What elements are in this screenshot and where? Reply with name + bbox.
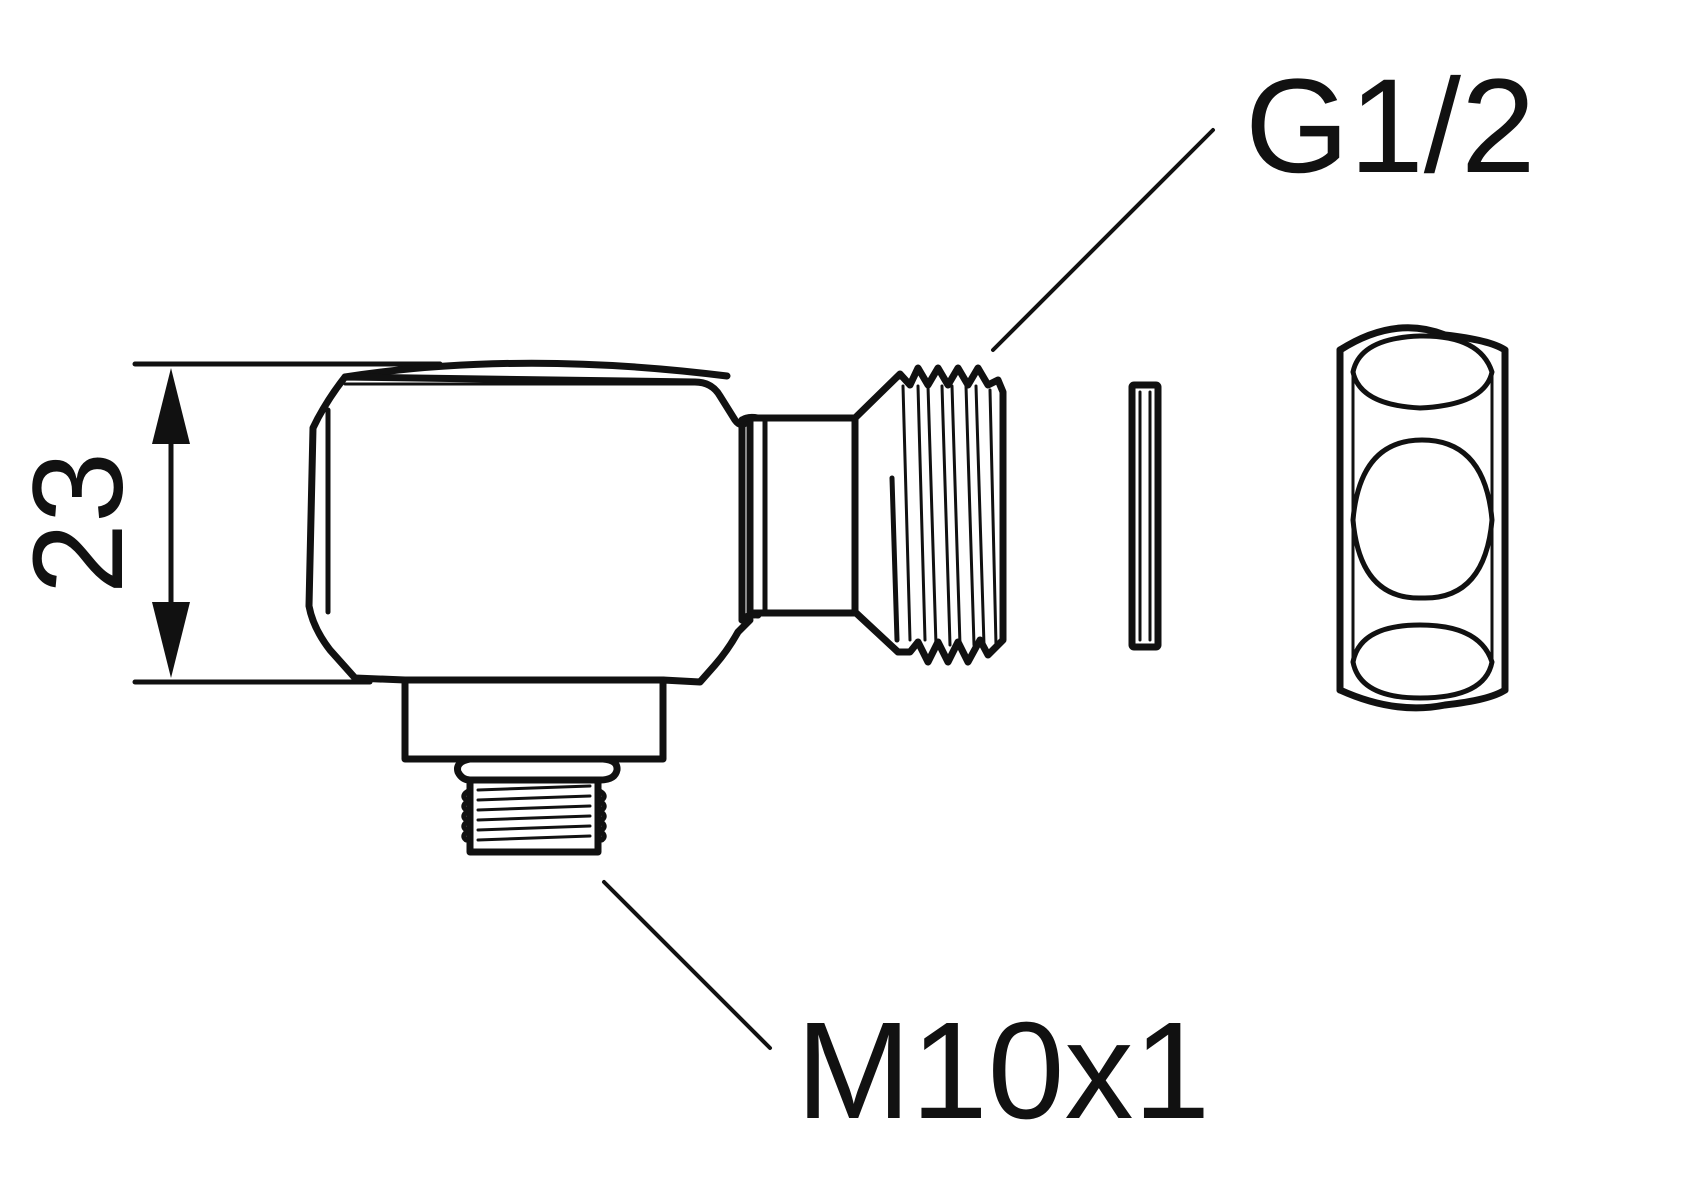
thread-crest-5 (950, 384, 962, 647)
nut-outline (1336, 324, 1509, 712)
body-top-arc (341, 359, 731, 381)
neck-bottom-join (738, 611, 762, 624)
thread-crest-6 (964, 384, 976, 647)
neck-top-join (738, 413, 762, 424)
label-m10x1: M10x1 (796, 994, 1210, 1148)
label-g1-2: G1/2 (1245, 52, 1536, 201)
nut-middle-flat (1350, 437, 1495, 601)
washer (1128, 381, 1162, 651)
thread-crest-4 (940, 384, 952, 647)
outlet-thread-left (461, 787, 473, 843)
thread-g1-2 (851, 364, 1007, 666)
dimension-arrow-down (152, 602, 190, 678)
outlet-thread-line-2 (476, 794, 592, 802)
washer-outline (1128, 381, 1162, 651)
thread-crest-1 (901, 384, 912, 642)
thread-crest-3 (926, 384, 938, 647)
outlet-body (466, 776, 602, 856)
outlet-thread-line-4 (476, 814, 592, 822)
thread-crest-7 (974, 384, 986, 647)
neck-collar (746, 414, 859, 617)
outlet-flange (454, 755, 621, 784)
nut-top-flat (1350, 333, 1495, 411)
thread-crest-2 (916, 384, 927, 642)
hex-nut (1336, 324, 1509, 712)
body-outline (305, 373, 754, 763)
outlet-thread-right (595, 787, 607, 843)
nut-bottom-flat (1350, 622, 1495, 701)
thread-crest-8 (988, 388, 998, 647)
thread-m10x1 (454, 755, 621, 856)
thread-start-line (889, 475, 900, 643)
dimension-arrow-up (152, 368, 190, 444)
outlet-thread-line-1 (476, 784, 592, 792)
leader-m10x1 (602, 880, 772, 1050)
outlet-thread-line-6 (476, 834, 592, 842)
fitting-neck (738, 413, 859, 624)
outlet-thread-line-5 (476, 824, 592, 832)
fitting-body (305, 359, 754, 763)
dimension-23: 23 (7, 361, 443, 685)
outlet-thread-line-3 (476, 804, 592, 812)
dimension-label: 23 (7, 452, 150, 594)
leader-g1-2 (991, 128, 1215, 352)
